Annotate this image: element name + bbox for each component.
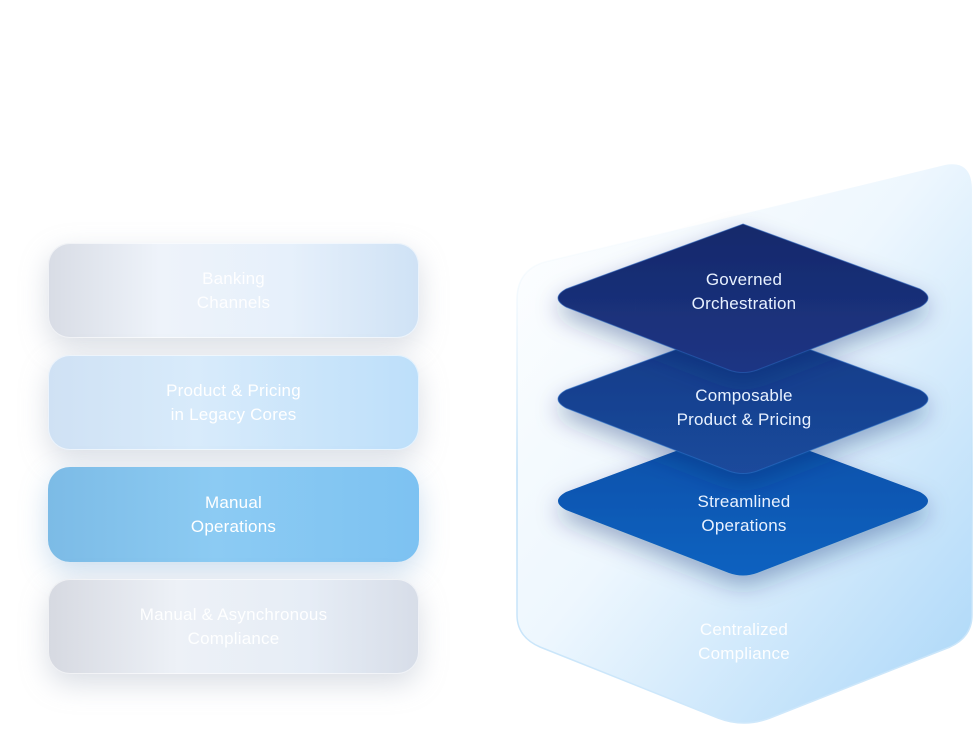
legacy-card-label: Manual Operations — [191, 491, 276, 539]
layer-label-line1: Governed — [705, 270, 783, 289]
layer-diamond-governed-orchestration — [557, 223, 929, 373]
base-label-centralized-compliance: Centralized Compliance — [634, 618, 854, 666]
layer-label-streamlined-operations: Streamlined Operations — [634, 490, 854, 538]
layer-diamond-streamlined-operations — [558, 426, 928, 576]
layer-label-line2: Product & Pricing — [676, 410, 812, 429]
legacy-card-line2: in Legacy Cores — [170, 404, 297, 424]
layer-diamond-composable-pricing — [557, 324, 929, 474]
legacy-card-line2: Operations — [190, 516, 277, 536]
legacy-card-line1: Manual — [205, 492, 262, 512]
layer-label-composable-pricing: Composable Product & Pricing — [634, 384, 854, 432]
legacy-card-manual-operations: Manual Operations — [48, 467, 419, 562]
legacy-card-manual-compliance: Manual & Asynchronous Compliance — [48, 579, 419, 674]
layer-label-line1: Composable — [695, 386, 793, 405]
legacy-card-label: Product & Pricing in Legacy Cores — [166, 379, 301, 427]
layer-label-line2: Operations — [701, 516, 787, 535]
legacy-card-banking-channels: Banking Channels — [48, 243, 419, 338]
base-label-line2: Compliance — [698, 644, 790, 663]
base-label-line1: Centralized — [699, 620, 789, 639]
layer-label-line1: Streamlined — [697, 492, 791, 511]
legacy-card-line1: Product & Pricing — [166, 380, 301, 400]
legacy-card-label: Manual & Asynchronous Compliance — [140, 603, 328, 651]
legacy-card-line1: Manual & Asynchronous — [139, 604, 328, 624]
legacy-card-product-pricing: Product & Pricing in Legacy Cores — [48, 355, 419, 450]
legacy-card-line2: Channels — [196, 292, 271, 312]
legacy-card-label: Banking Channels — [197, 267, 270, 315]
layer-label-governed-orchestration: Governed Orchestration — [634, 268, 854, 316]
legacy-card-line1: Banking — [202, 268, 265, 288]
legacy-card-line2: Compliance — [187, 628, 280, 648]
layer-label-line2: Orchestration — [691, 294, 797, 313]
